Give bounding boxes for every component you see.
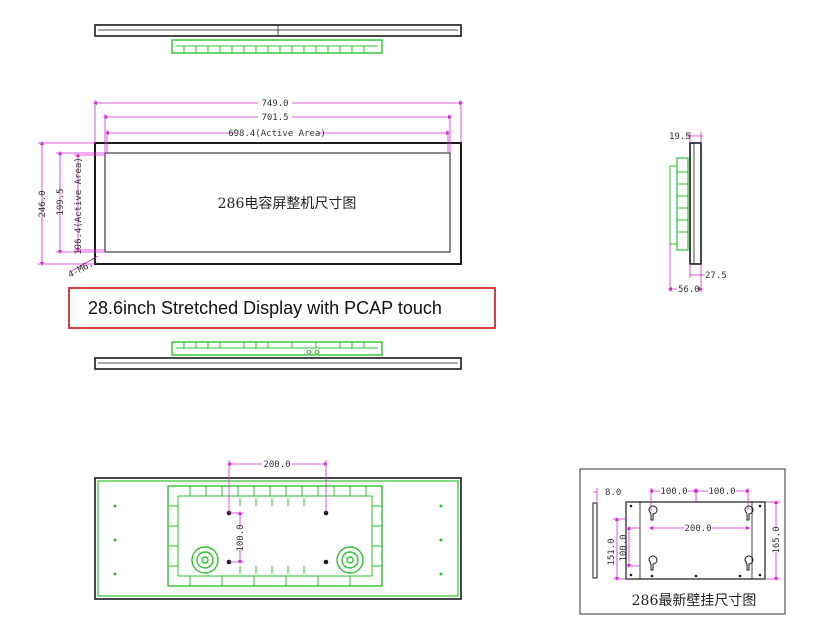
dim-total-depth: 56.0 xyxy=(678,285,700,295)
dim-top-thickness: 19.5 xyxy=(669,132,691,142)
dim-wm-left-height-inner: 100.0 xyxy=(619,534,629,561)
dim-wm-right-spacing: 100.0 xyxy=(708,487,735,497)
top-edge-view xyxy=(94,24,462,54)
front-view: 749.0 701.5 698.4(Active Area) 246.0 199… xyxy=(38,99,463,281)
side-view: 19.5 27.5 56.0 xyxy=(668,132,727,295)
dim-mount-holes: 4-M6.2 xyxy=(67,257,100,281)
dim-glass-offset: 27.5 xyxy=(705,271,727,281)
dim-wm-left-height-outer: 151.0 xyxy=(607,538,617,565)
wall-mount-caption: 286最新壁挂尺寸图 xyxy=(632,593,757,609)
dim-wm-center-spacing: 200.0 xyxy=(684,524,711,534)
dim-wm-right-height: 165.0 xyxy=(772,526,782,553)
dim-active-width: 698.4(Active Area) xyxy=(228,129,326,139)
dim-bezel-height: 199.5 xyxy=(56,188,66,215)
product-title-banner: 28.6inch Stretched Display with PCAP tou… xyxy=(68,287,496,329)
rear-view: 200.0 100.0 xyxy=(94,459,462,600)
speaker-grille-left xyxy=(191,546,219,574)
dim-active-height: 196.4(Active Area) xyxy=(74,157,84,255)
front-view-caption: 286电容屏整机尺寸图 xyxy=(218,195,357,212)
dim-overall-width: 749.0 xyxy=(261,99,288,109)
bottom-edge-view xyxy=(94,341,462,370)
dim-bezel-width: 701.5 xyxy=(261,113,288,123)
speaker-grille-right xyxy=(336,546,364,574)
dim-rear-hole-spacing-h: 200.0 xyxy=(263,460,290,470)
dim-rear-hole-spacing-v: 100.0 xyxy=(236,524,246,551)
dim-plate-thickness: 8.0 xyxy=(605,488,621,498)
dim-overall-height: 246.0 xyxy=(38,190,48,217)
top-edge-ticks xyxy=(183,46,365,53)
wall-mount-diagram: 8.0 100.0 100.0 200.0 151.0 100.0 165.0 … xyxy=(579,468,786,615)
dim-wm-left-spacing: 100.0 xyxy=(660,487,687,497)
